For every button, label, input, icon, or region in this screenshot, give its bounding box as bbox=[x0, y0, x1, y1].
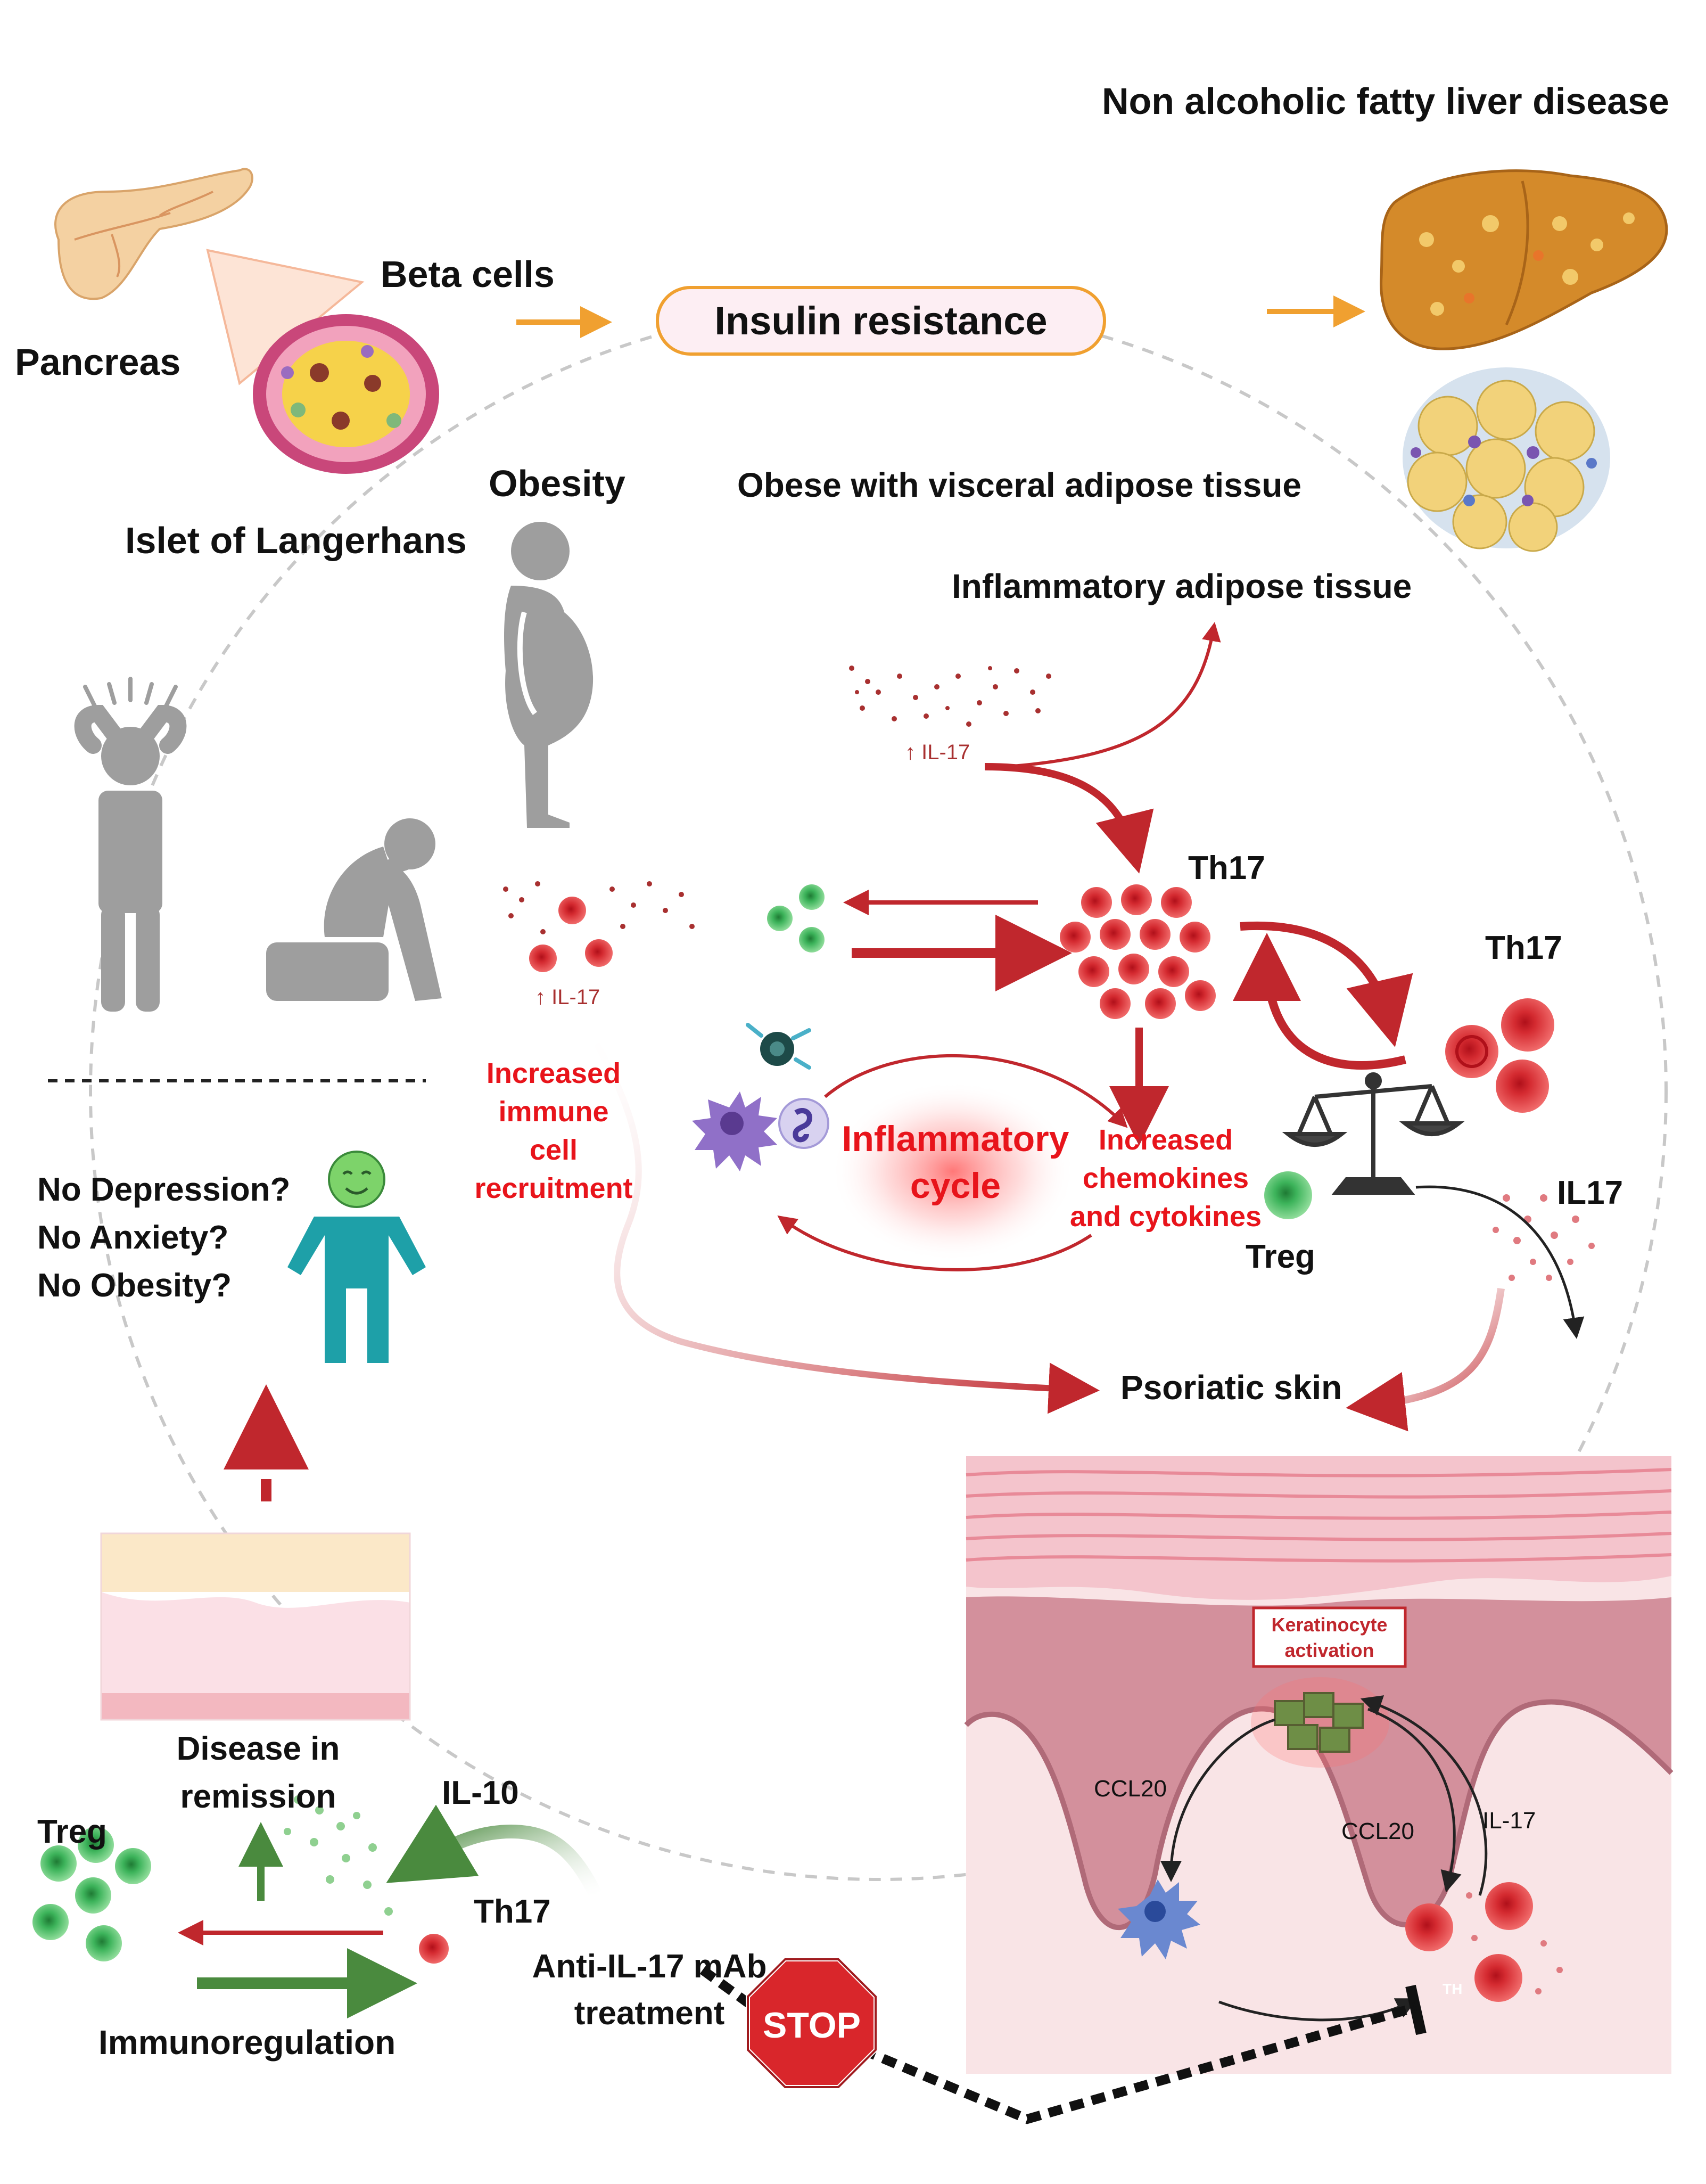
il17-cloud-top bbox=[849, 666, 1051, 727]
obese-person-icon bbox=[504, 522, 594, 828]
stop-sign-icon bbox=[746, 1957, 878, 2089]
skin-section-icon bbox=[964, 1456, 1674, 2074]
chemokines-line-2: chemokines bbox=[1082, 1162, 1249, 1194]
il17-skin-label: IL-17 bbox=[1482, 1808, 1536, 1834]
question-obesity: No Obesity? bbox=[37, 1267, 232, 1304]
recruitment-line-2: immune bbox=[498, 1096, 609, 1128]
islet-icon bbox=[253, 314, 439, 474]
il17-up-left-label: ↑ IL-17 bbox=[535, 986, 600, 1009]
arrow-il17-to-psoriatic-skin bbox=[1346, 1288, 1505, 1432]
healthy-skin-icon bbox=[100, 1532, 411, 1721]
liver-icon bbox=[1380, 169, 1668, 350]
immunoregulation-label: Immunoregulation bbox=[98, 2023, 396, 2062]
dendritic-cell-skin-icon bbox=[1118, 1879, 1200, 1959]
obesity-label: Obesity bbox=[489, 463, 625, 504]
th17-cluster-right bbox=[1445, 998, 1554, 1113]
keratinocyte-line-1: Keratinocyte bbox=[1271, 1614, 1388, 1636]
beta-cells-label: Beta cells bbox=[381, 253, 555, 295]
il10-label: IL-10 bbox=[442, 1775, 519, 1811]
arrow-anti-il17-to-il10 bbox=[386, 1804, 603, 1899]
pancreas-icon bbox=[54, 168, 253, 300]
remission-label: Disease in remission bbox=[136, 1725, 381, 1821]
inflammatory-cycle-line-2: cycle bbox=[910, 1165, 1001, 1206]
arrow-cycle-bottom bbox=[777, 1215, 1092, 1271]
neutrophil-icon bbox=[778, 1098, 829, 1149]
ccl20-left-label: CCL20 bbox=[1094, 1776, 1167, 1802]
arrow-th17-to-right-cluster bbox=[1240, 922, 1413, 1047]
keratinocyte-line-2: activation bbox=[1284, 1639, 1374, 1661]
chemokines-line-1: Increased bbox=[1098, 1124, 1233, 1156]
il10-cloud bbox=[284, 1795, 393, 1916]
psoriatic-skin-label: Psoriatic skin bbox=[1120, 1368, 1342, 1407]
anti-il17-dotted-line bbox=[699, 1966, 1417, 2124]
il17-cloud-left bbox=[503, 881, 695, 972]
inflammatory-cycle-glow bbox=[830, 1081, 1075, 1262]
chemokines-label: Increased chemokines and cytokines bbox=[1065, 1121, 1267, 1236]
pancreas-label: Pancreas bbox=[15, 341, 181, 383]
question-depression: No Depression? bbox=[37, 1171, 291, 1208]
remission-line-1: Disease in bbox=[176, 1730, 340, 1767]
treg-right-label: Treg bbox=[1246, 1238, 1315, 1275]
inflammatory-cycle-line-1: Inflammatory bbox=[842, 1119, 1069, 1159]
inflammatory-adipose-label: Inflammatory adipose tissue bbox=[952, 567, 1412, 605]
th17-bottom-label: Th17 bbox=[474, 1893, 551, 1930]
question-anxiety: No Anxiety? bbox=[37, 1219, 229, 1256]
il17-up-top-label: ↑ IL-17 bbox=[905, 741, 970, 764]
treg-cell-right bbox=[1264, 1171, 1312, 1219]
islet-label: Islet of Langerhans bbox=[125, 520, 467, 561]
insulin-resistance-box bbox=[656, 286, 1106, 356]
recruitment-line-3: cell bbox=[529, 1134, 578, 1166]
nafld-label: Non alcoholic fatty liver disease bbox=[1102, 80, 1669, 122]
healthy-person-icon bbox=[287, 1151, 426, 1363]
arrow-to-inflammatory-adipose bbox=[1006, 622, 1221, 768]
remission-line-2: remission bbox=[180, 1778, 336, 1815]
anti-il17-label: Anti-IL-17 mAb treatment bbox=[511, 1943, 788, 2037]
treg-cells-center bbox=[767, 884, 825, 953]
obese-visceral-label: Obese with visceral adipose tissue bbox=[737, 466, 1301, 504]
insulin-resistance-label: Insulin resistance bbox=[714, 299, 1048, 343]
il17-right-label: IL17 bbox=[1557, 1175, 1623, 1211]
th17-cluster-center bbox=[1060, 884, 1216, 1019]
anti-il17-line-2: treatment bbox=[574, 1995, 725, 2032]
anti-il17-line-1: Anti-IL-17 mAb bbox=[532, 1948, 767, 1985]
keratinocyte-label: Keratinocyte activation bbox=[1254, 1612, 1405, 1663]
questions-label: No Depression? No Anxiety? No Obesity? bbox=[37, 1166, 290, 1310]
recruitment-label: Increased immune cell recruitment bbox=[463, 1054, 644, 1208]
anxious-person-icon bbox=[74, 677, 187, 1012]
arrow-scale-to-il17 bbox=[1415, 1185, 1585, 1339]
recruitment-line-4: recruitment bbox=[474, 1172, 633, 1204]
th-cell-label: TH bbox=[1443, 1981, 1463, 1997]
depressed-person-icon bbox=[266, 818, 442, 1001]
recruitment-line-1: Increased bbox=[486, 1057, 621, 1089]
arrow-cycle-top bbox=[824, 1054, 1128, 1128]
th17-right-label: Th17 bbox=[1485, 930, 1562, 966]
arrow-recruitment-to-psoriatic-skin bbox=[590, 1037, 1100, 1414]
th17-cell-bottom bbox=[419, 1934, 449, 1964]
chemokines-line-3: and cytokines bbox=[1069, 1201, 1262, 1233]
arrow-right-cluster-to-th17 bbox=[1233, 933, 1406, 1070]
arrow-il17-to-th17 bbox=[984, 763, 1154, 874]
il17-cloud-right bbox=[1493, 1194, 1595, 1281]
th17-center-label: Th17 bbox=[1188, 850, 1265, 886]
treg-cluster-bottom bbox=[32, 1827, 151, 1961]
macrophage-icon bbox=[692, 1091, 777, 1171]
ccl20-right-label: CCL20 bbox=[1341, 1818, 1414, 1844]
treg-left-label: Treg bbox=[37, 1813, 107, 1850]
inflammatory-cycle-label: Inflammatory cycle bbox=[830, 1115, 1081, 1209]
stop-sign-label: STOP bbox=[763, 2005, 861, 2046]
dendritic-cell-icon bbox=[746, 1023, 811, 1070]
balance-scale-icon bbox=[1282, 1072, 1465, 1195]
adipose-icon bbox=[1403, 367, 1610, 552]
